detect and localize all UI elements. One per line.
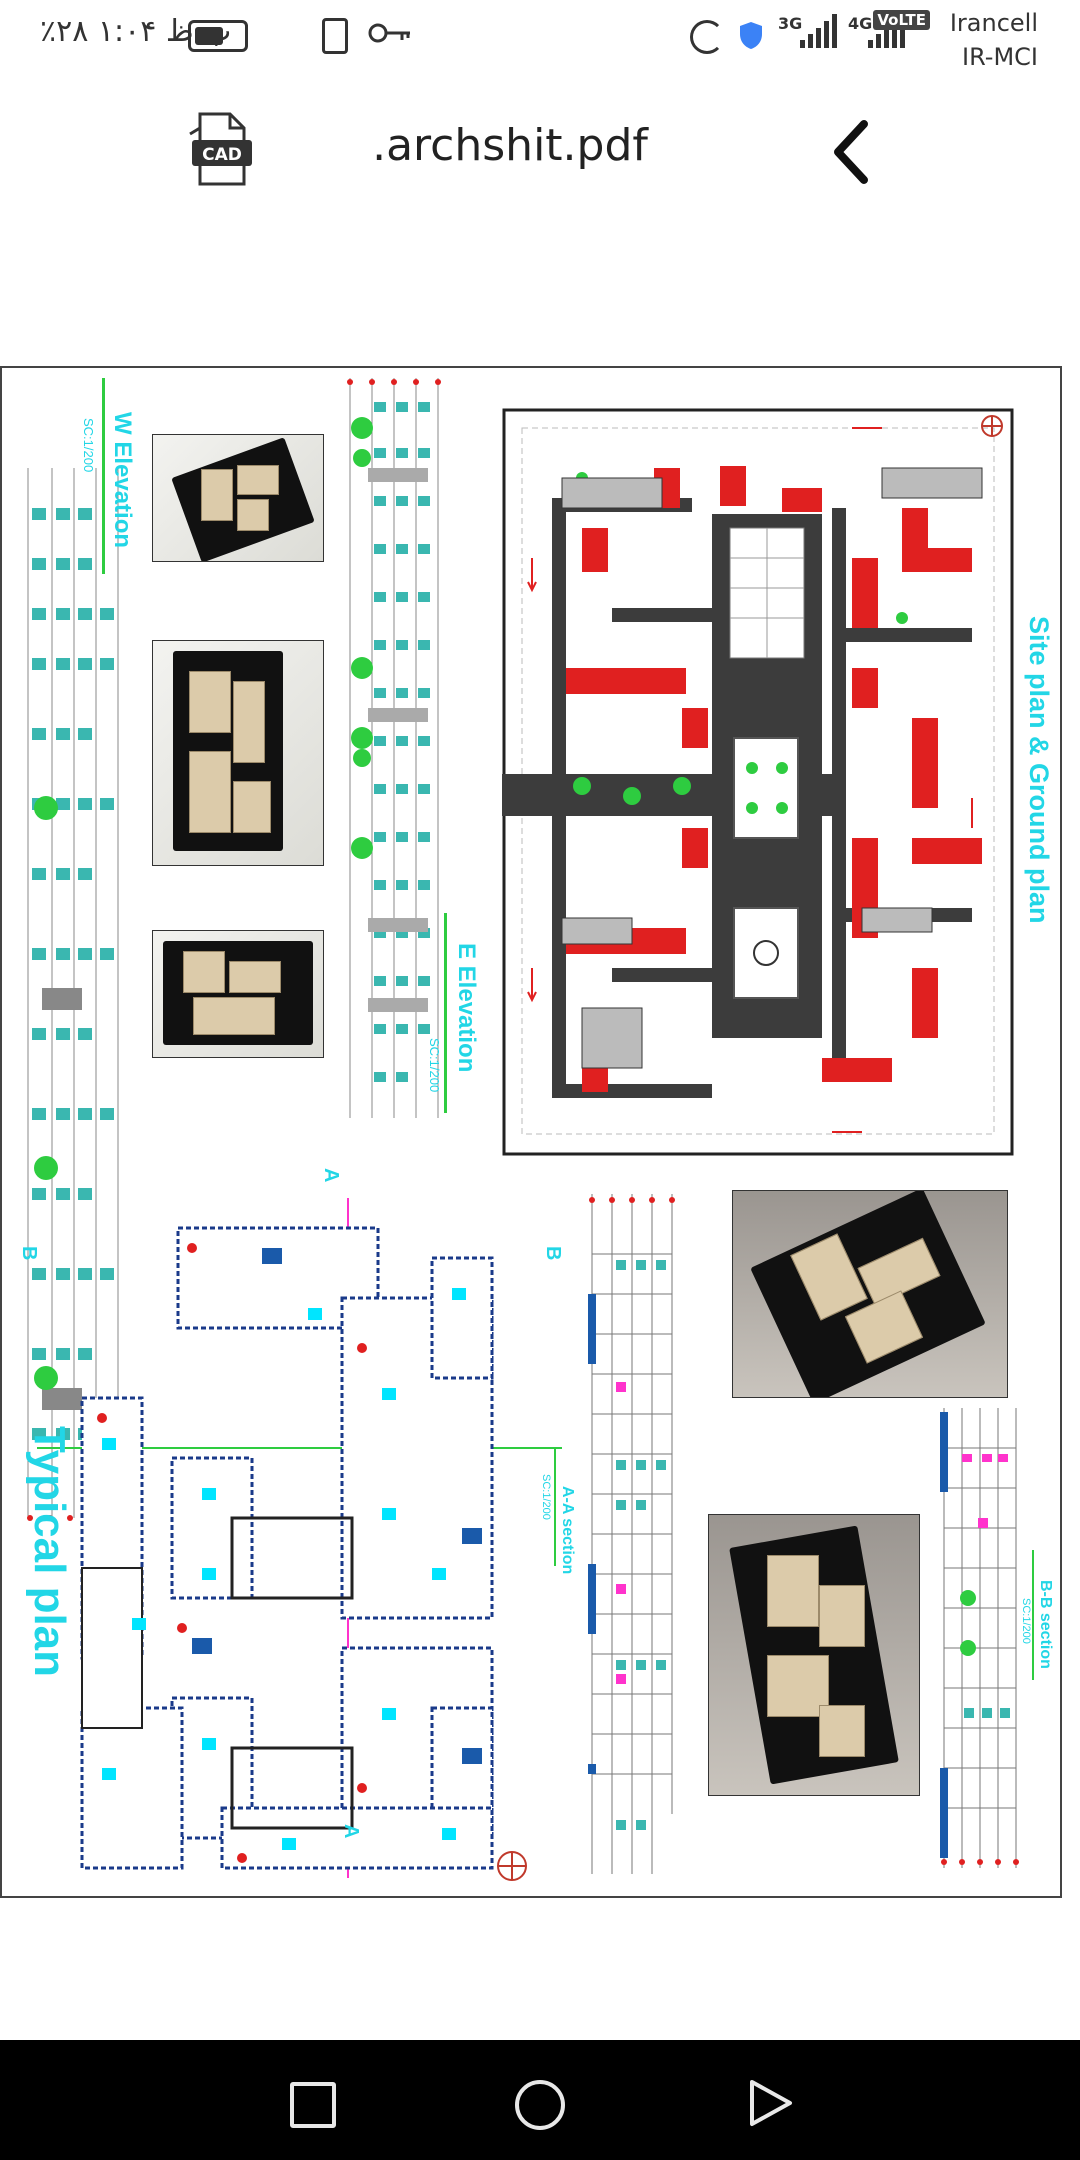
e-elevation-title: E Elevation <box>453 943 480 1073</box>
cad-file-icon[interactable]: CAD <box>186 110 260 188</box>
w-elevation-drawing <box>22 468 132 1528</box>
document-title: .archshit.pdf <box>372 120 648 171</box>
volte-badge: VoLTE <box>873 10 930 30</box>
model-photo-3 <box>152 930 324 1058</box>
section-marker-b-right: B <box>542 1246 564 1261</box>
app-bar: CAD .archshit.pdf <box>0 100 1080 210</box>
model-photo-5 <box>708 1514 920 1796</box>
bb-section-drawing <box>940 1408 1019 1868</box>
cad-icon-label: CAD <box>202 145 242 165</box>
status-time-battery: ب.ظ ۱:۰۴ ۲۸٪ <box>40 14 232 49</box>
carrier-network: IR-MCI <box>962 43 1038 71</box>
w-elevation-title: W Elevation <box>109 412 136 549</box>
back-button[interactable] <box>812 112 892 192</box>
key-icon <box>368 23 410 43</box>
status-bar: ب.ظ ۱:۰۴ ۲۸٪ 3G 4G VoLTE Irancell IR-MCI <box>0 0 1080 71</box>
shield-icon <box>740 22 762 49</box>
aa-section-underline <box>554 1448 556 1566</box>
model-photo-2 <box>152 640 324 866</box>
aa-section-title: A-A section <box>559 1486 576 1575</box>
section-marker-b-left: B <box>18 1246 40 1261</box>
w-elevation-scale: SC:1/200 <box>81 418 96 473</box>
system-navigation-bar <box>0 2040 1080 2160</box>
aa-section-drawing <box>588 1194 675 1874</box>
site-plan-drawing <box>502 408 1014 1156</box>
site-plan-title: Site plan & Ground plan <box>1024 616 1054 924</box>
bb-section-title: B-B section <box>1037 1580 1054 1669</box>
vibrate-icon <box>322 18 348 54</box>
section-marker-a-bottom: A <box>340 1824 362 1839</box>
signal-icon <box>868 14 905 48</box>
sim1-tech: 3G <box>778 14 803 33</box>
carrier-name: Irancell <box>949 9 1038 37</box>
w-elevation-underline <box>102 378 105 574</box>
model-photo-1 <box>152 434 324 562</box>
pdf-page[interactable]: W Elevation SC:1/200 <box>0 366 1062 1898</box>
bb-section-underline <box>1032 1550 1034 1680</box>
bb-section-scale: SC:1/200 <box>1020 1598 1032 1644</box>
carrier-info: Irancell IR-MCI <box>950 6 1038 74</box>
typical-plan-title: Typical plan <box>25 1426 74 1678</box>
aa-section-scale: SC:1/200 <box>540 1474 552 1520</box>
sim2-tech: 4G <box>848 14 873 33</box>
home-icon[interactable] <box>515 2080 565 2130</box>
e-elevation-scale: SC:1/200 <box>427 1038 442 1093</box>
e-elevation-drawing <box>347 378 441 1118</box>
section-marker-a-top: A <box>320 1168 342 1183</box>
architecture-sheet: W Elevation SC:1/200 <box>2 368 1060 1896</box>
back-arrow-icon <box>834 120 868 184</box>
typical-plan-drawing <box>37 1198 562 1881</box>
recent-apps-icon[interactable] <box>290 2082 336 2128</box>
model-photo-4 <box>732 1190 1008 1398</box>
battery-icon <box>188 20 248 52</box>
nav-back-icon[interactable] <box>748 2078 794 2128</box>
e-elevation-underline <box>444 913 447 1113</box>
signal-icon <box>800 14 837 48</box>
sync-icon <box>690 20 724 54</box>
